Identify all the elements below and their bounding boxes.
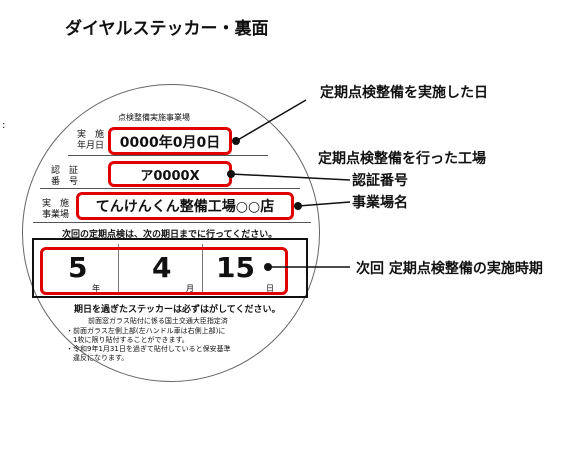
year-digit: 5	[68, 251, 88, 284]
year-unit: 年	[92, 284, 100, 293]
biz-label: 実 施事業場	[41, 199, 69, 220]
note-line-3: 1枚に限り貼付することができます。	[66, 336, 189, 344]
date-label: 実 施年月日	[76, 130, 104, 151]
next-note: 次回の定期点検は、次の期日までに行ってください。	[62, 230, 278, 240]
cert-value: ア0000X	[140, 169, 200, 184]
biz-underline	[33, 222, 311, 223]
dial-divider-2	[202, 244, 203, 294]
callout-line-date	[235, 99, 307, 142]
dial-highlight-box	[40, 247, 288, 295]
page-title: ダイヤルステッカー・裏面	[65, 19, 269, 39]
callout-date: 定期点検整備を実施した日	[320, 85, 488, 101]
day-unit: 日	[266, 284, 274, 293]
callout-line-biz	[297, 201, 351, 207]
callout-cert: 認証番号	[352, 173, 408, 189]
date-highlight-box	[108, 127, 232, 155]
callout-factory: 定期点検整備を行った工場	[318, 151, 486, 167]
day-digit: 15	[216, 251, 255, 284]
callout-dot-date	[232, 137, 240, 145]
dial-frame	[32, 238, 308, 298]
biz-value: てんけんくん整備工場○○店	[95, 199, 275, 215]
edge-mark: :	[2, 120, 6, 131]
note-line-4: ・令和9年1月31日を過ぎて貼付していると保安基準	[66, 345, 231, 353]
cert-label: 認 証番 号	[50, 166, 78, 187]
note-line-1: 前面窓ガラス貼付に係る国土交通大臣指定済	[88, 317, 228, 325]
cert-underline	[40, 188, 300, 189]
note-line-5: 違反になります。	[66, 354, 129, 362]
callout-next: 次回 定期点検整備の実施時期	[356, 261, 543, 277]
callout-dot-cert	[227, 170, 235, 178]
note-line-2: ・前面ガラス左側上部(左ハンドル車は右側上部)に	[66, 327, 226, 335]
dial-divider-1	[118, 244, 119, 294]
date-value: 0000年0月0日	[119, 135, 221, 151]
date-underline	[68, 155, 268, 156]
month-unit: 月	[186, 284, 194, 293]
biz-highlight-box	[76, 192, 294, 220]
sticker-circle	[22, 84, 320, 382]
callout-biz: 事業場名	[352, 195, 408, 211]
callout-line-cert	[230, 173, 351, 181]
warning-text: 期日を過ぎたステッカーは必ずはがしてください。	[74, 305, 281, 315]
callout-dot-next	[264, 263, 272, 271]
month-digit: 4	[152, 251, 172, 284]
callout-dot-biz	[294, 202, 302, 210]
sticker-header: 点検整備実施事業場	[118, 113, 190, 122]
